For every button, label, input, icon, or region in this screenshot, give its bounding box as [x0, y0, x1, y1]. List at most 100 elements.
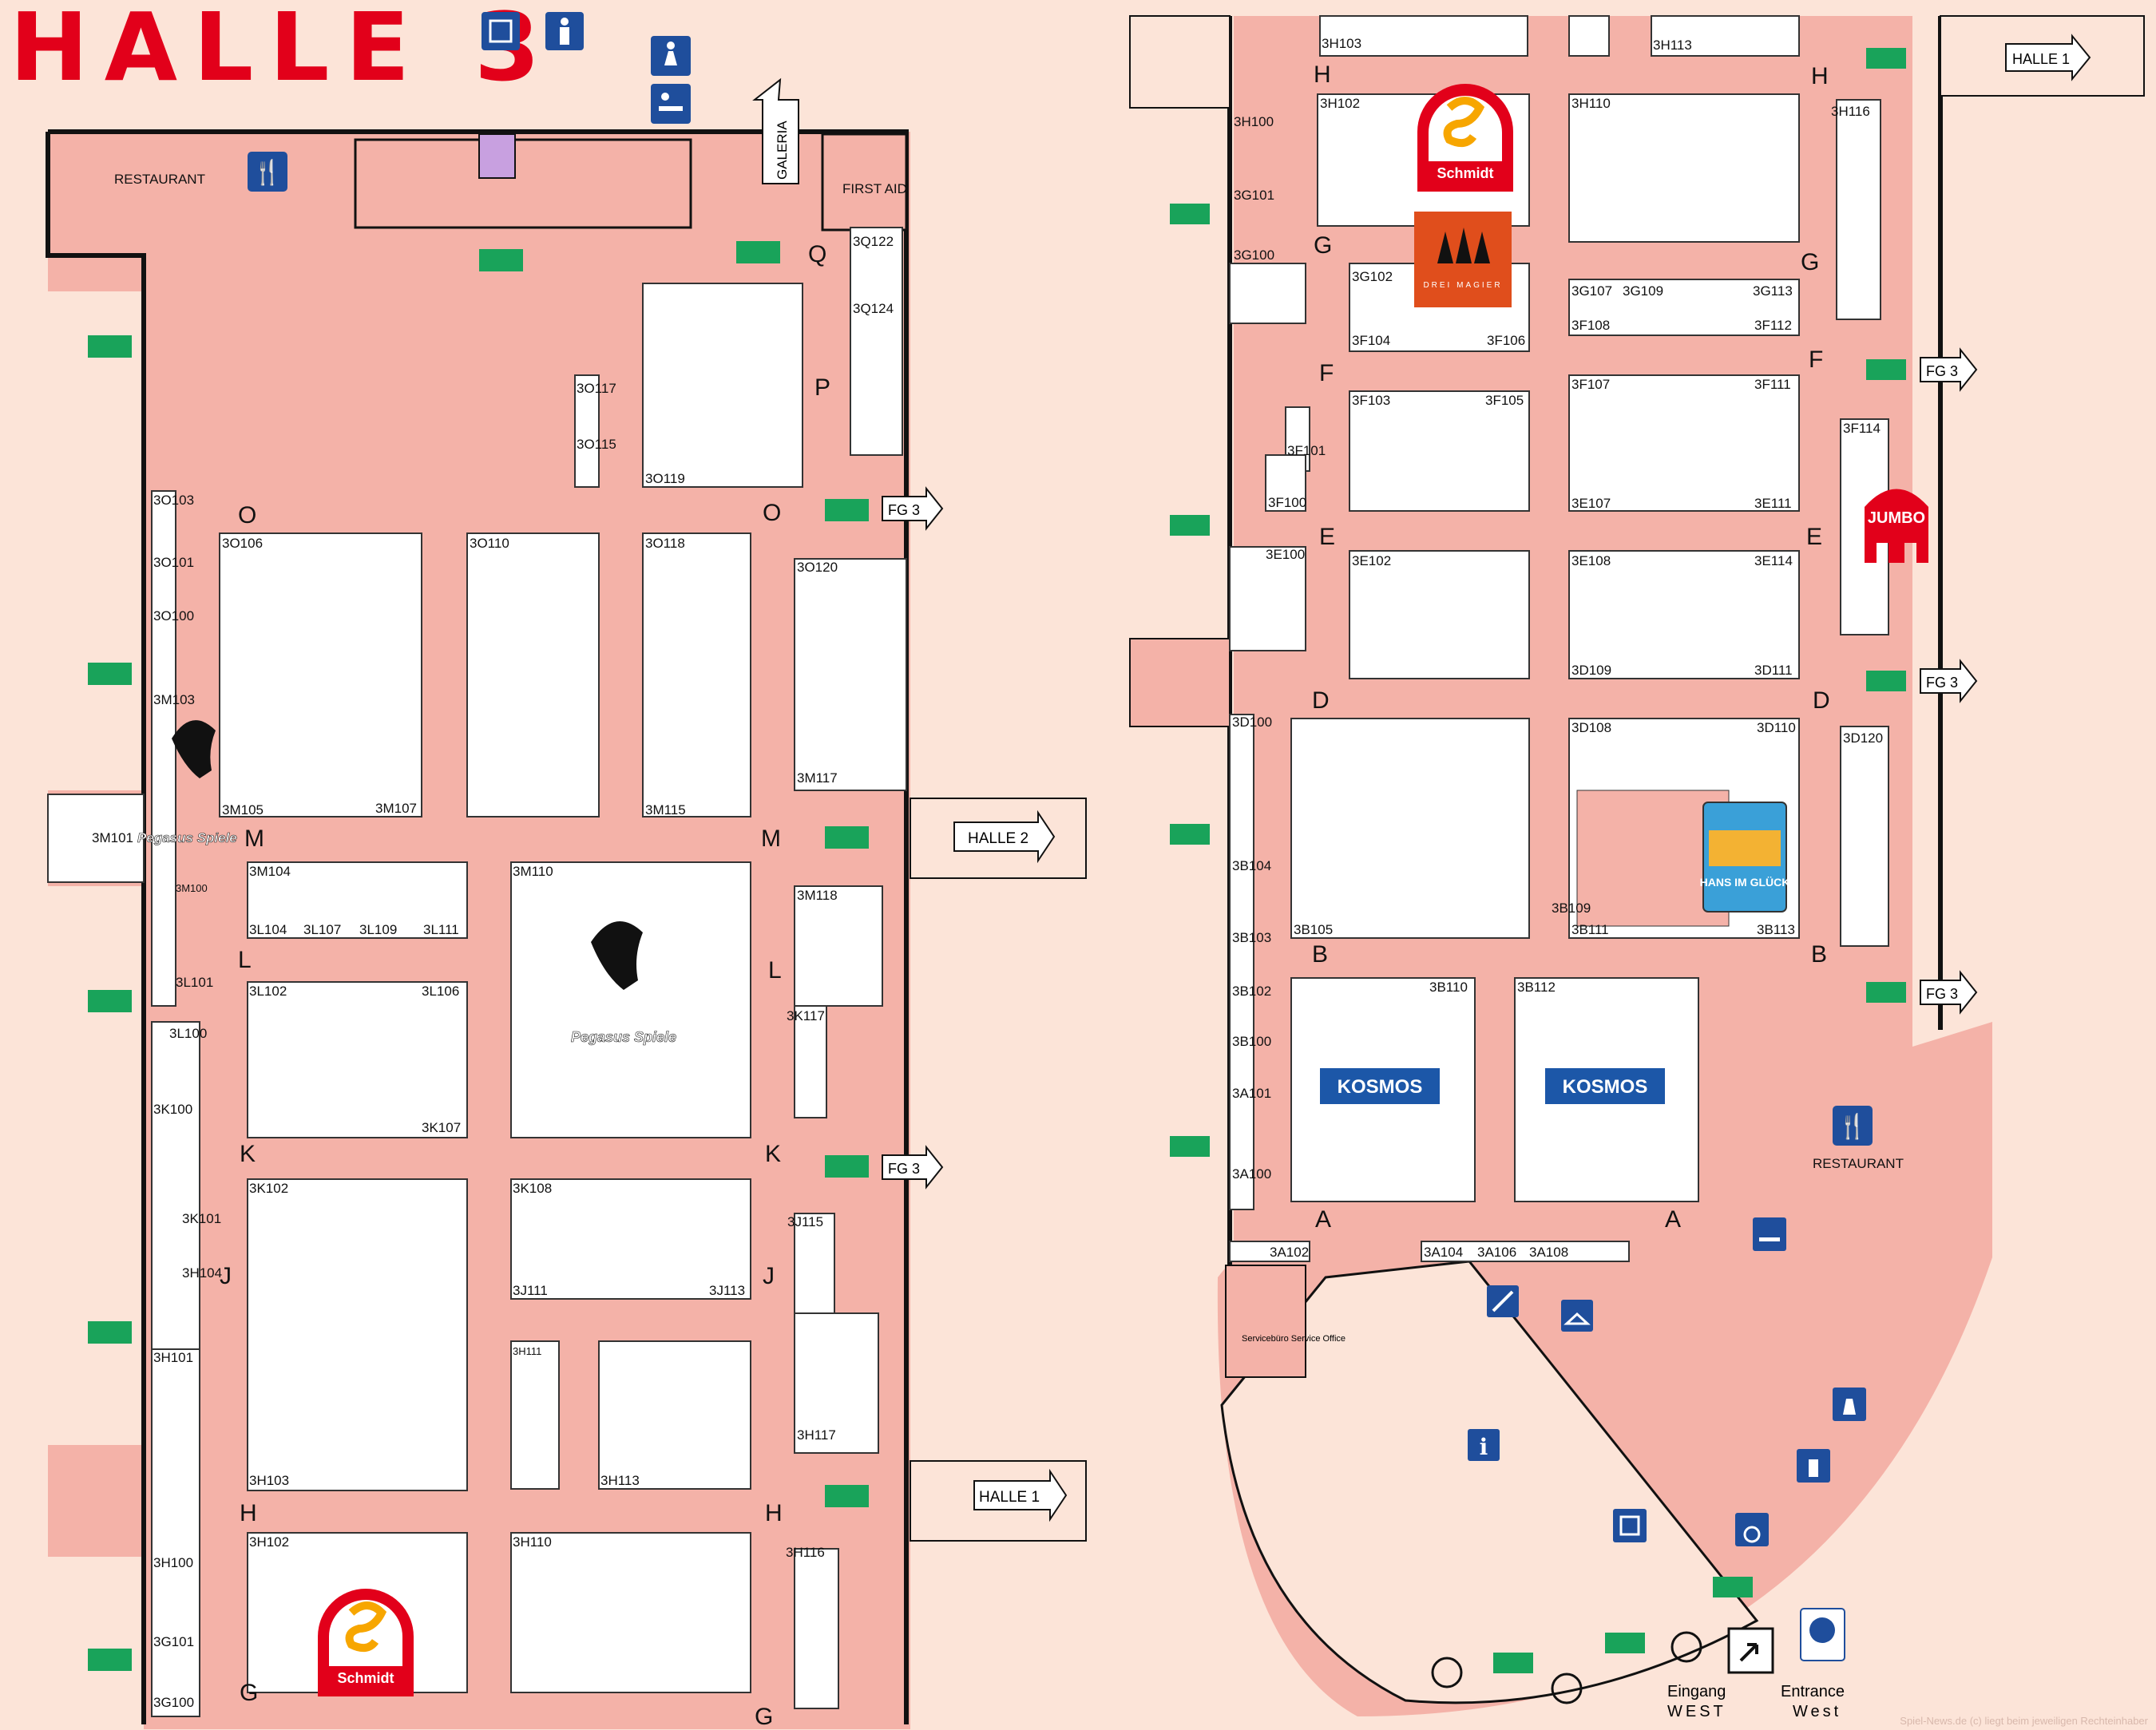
booth-3Q122-3Q124[interactable]	[850, 227, 903, 456]
booth-label: 3M105	[222, 802, 264, 817]
booth-label: 3H102	[1320, 96, 1360, 111]
booth-label: 3O115	[577, 437, 616, 452]
exit-fg3-right-3[interactable]: FG 3	[1920, 970, 1978, 1015]
left-floor-plan: 3Q122 3Q124 3O117 3O115 3O119 3O103 3O10…	[46, 12, 1087, 1730]
row-letter: E	[1319, 524, 1335, 550]
row-letter: H	[1811, 63, 1829, 89]
exit-fg3-right-2[interactable]: FG 3	[1920, 659, 1978, 703]
booth-3H116[interactable]	[794, 1548, 839, 1709]
booth-label: 3E107	[1571, 496, 1611, 511]
row-letter: J	[763, 1263, 775, 1289]
drei-magier-logo: DREI MAGIER	[1414, 212, 1512, 307]
booth-label: 3D109	[1571, 663, 1611, 678]
booth-3A104-108[interactable]	[1421, 1241, 1630, 1262]
emergency-exit-icon	[1866, 671, 1906, 691]
booth-west-column-3[interactable]	[151, 1348, 200, 1717]
booth-label: 3A101	[1232, 1086, 1271, 1101]
emergency-exit-icon	[825, 826, 869, 849]
row-letter: G	[240, 1680, 258, 1706]
booth-3M101[interactable]	[47, 794, 145, 883]
booth-3O110[interactable]	[466, 532, 600, 817]
elevator-icon	[1613, 1509, 1647, 1542]
booth-label: 3E102	[1352, 553, 1391, 568]
booth-west-column[interactable]	[1229, 714, 1254, 1210]
booth-3K102-3H103[interactable]	[247, 1178, 468, 1491]
booth-label: 3L104	[249, 922, 287, 937]
exit-fg3-right-1[interactable]: FG 3	[1920, 347, 1978, 392]
booth-label: 3Q124	[853, 301, 894, 316]
entrance-label-en: Entrance	[1781, 1683, 1845, 1700]
booth-3M104-row[interactable]	[247, 861, 468, 939]
booth-3H110[interactable]	[510, 1532, 751, 1693]
booth-3O117-115[interactable]	[574, 374, 600, 488]
booth-small[interactable]	[1568, 15, 1610, 57]
svg-text:Schmidt: Schmidt	[1437, 165, 1493, 181]
booth-label: 3H103	[249, 1473, 289, 1488]
booth-3O119[interactable]	[642, 283, 803, 488]
booth-label: 3F112	[1754, 318, 1792, 333]
booth-label: 3F106	[1487, 333, 1525, 348]
booth-3H116[interactable]	[1836, 99, 1881, 320]
booth-3F107-3E111[interactable]	[1568, 374, 1800, 512]
booth-3G100[interactable]	[1229, 263, 1306, 324]
booth-label: 3K102	[249, 1181, 288, 1196]
booth-label: 3J111	[513, 1283, 548, 1298]
booth-label: 3A100	[1232, 1166, 1271, 1182]
booth-3H117[interactable]	[794, 1312, 879, 1454]
booth-3G107-3F112[interactable]	[1568, 279, 1800, 336]
booth-3H103[interactable]	[1319, 15, 1528, 57]
exit-fg3-left-1[interactable]: FG 3	[882, 486, 944, 531]
booth-3E100[interactable]	[1229, 546, 1306, 651]
booth-3F103-3F105[interactable]	[1349, 390, 1530, 512]
entrance-label-en-2: West	[1793, 1703, 1841, 1720]
svg-text:JUMBO: JUMBO	[1868, 509, 1925, 527]
booth-3O118-3M115[interactable]	[642, 532, 751, 817]
booth-west-column-2[interactable]	[151, 1021, 200, 1358]
booth-label: 3B113	[1757, 922, 1795, 937]
booth-3K108-3J113[interactable]	[510, 1178, 751, 1300]
emergency-exit-icon	[1866, 359, 1906, 380]
booth-label: 3G113	[1753, 283, 1793, 299]
toilet-men-sign-icon	[545, 12, 584, 50]
booth-3M118[interactable]	[794, 885, 883, 1007]
booth-label: 3H101	[153, 1350, 193, 1365]
booth-3O120-3M117[interactable]	[794, 558, 907, 791]
baby-changing-icon	[1753, 1217, 1786, 1251]
booth-3E102[interactable]	[1349, 550, 1530, 679]
booth-label: 3L106	[422, 984, 459, 999]
svg-text:i: i	[1480, 1434, 1488, 1460]
elevator	[478, 133, 516, 179]
booth-label: 3M100	[176, 882, 208, 894]
booth-label: 3H103	[1322, 36, 1361, 51]
booth-3H113[interactable]	[598, 1340, 751, 1490]
left-west-wall	[46, 132, 146, 1724]
svg-text:KOSMOS: KOSMOS	[1563, 1076, 1648, 1098]
emergency-exit-icon	[1605, 1633, 1645, 1653]
booth-label: 3B103	[1232, 930, 1271, 945]
booth-3J115[interactable]	[794, 1213, 835, 1314]
exit-label: FG 3	[1926, 363, 1958, 379]
booth-label: 3H100	[1234, 114, 1274, 129]
booth-3D120[interactable]	[1840, 726, 1889, 947]
exit-halle-2[interactable]: HALLE 2	[953, 810, 1056, 864]
booth-3M110[interactable]	[510, 861, 751, 1138]
restaurant-icon: 🍴	[1833, 1106, 1873, 1146]
booth-west-column-1[interactable]	[151, 490, 176, 1007]
booth-3A102[interactable]	[1229, 1241, 1310, 1262]
booth-3E108-3D111[interactable]	[1568, 550, 1800, 679]
booth-label: 3G100	[153, 1695, 194, 1710]
booth-3O106-3M107[interactable]	[219, 532, 422, 817]
booth-3K117[interactable]	[794, 1005, 827, 1118]
booth-3B105[interactable]	[1290, 718, 1530, 939]
exit-halle-1-right[interactable]: HALLE 1	[2005, 34, 2091, 81]
booth-3H113[interactable]	[1651, 15, 1800, 57]
booth-3H111[interactable]	[510, 1340, 560, 1490]
emergency-exit-icon	[825, 1485, 869, 1507]
exit-fg3-left-2[interactable]: FG 3	[882, 1145, 944, 1190]
booth-3H110[interactable]	[1568, 93, 1800, 243]
row-letter: Q	[808, 241, 826, 267]
booth-3L102-3K107[interactable]	[247, 981, 468, 1138]
exit-halle-1[interactable]: HALLE 1	[973, 1468, 1068, 1522]
escalator-icon	[1487, 1285, 1519, 1317]
booth-3F100[interactable]	[1265, 454, 1306, 512]
